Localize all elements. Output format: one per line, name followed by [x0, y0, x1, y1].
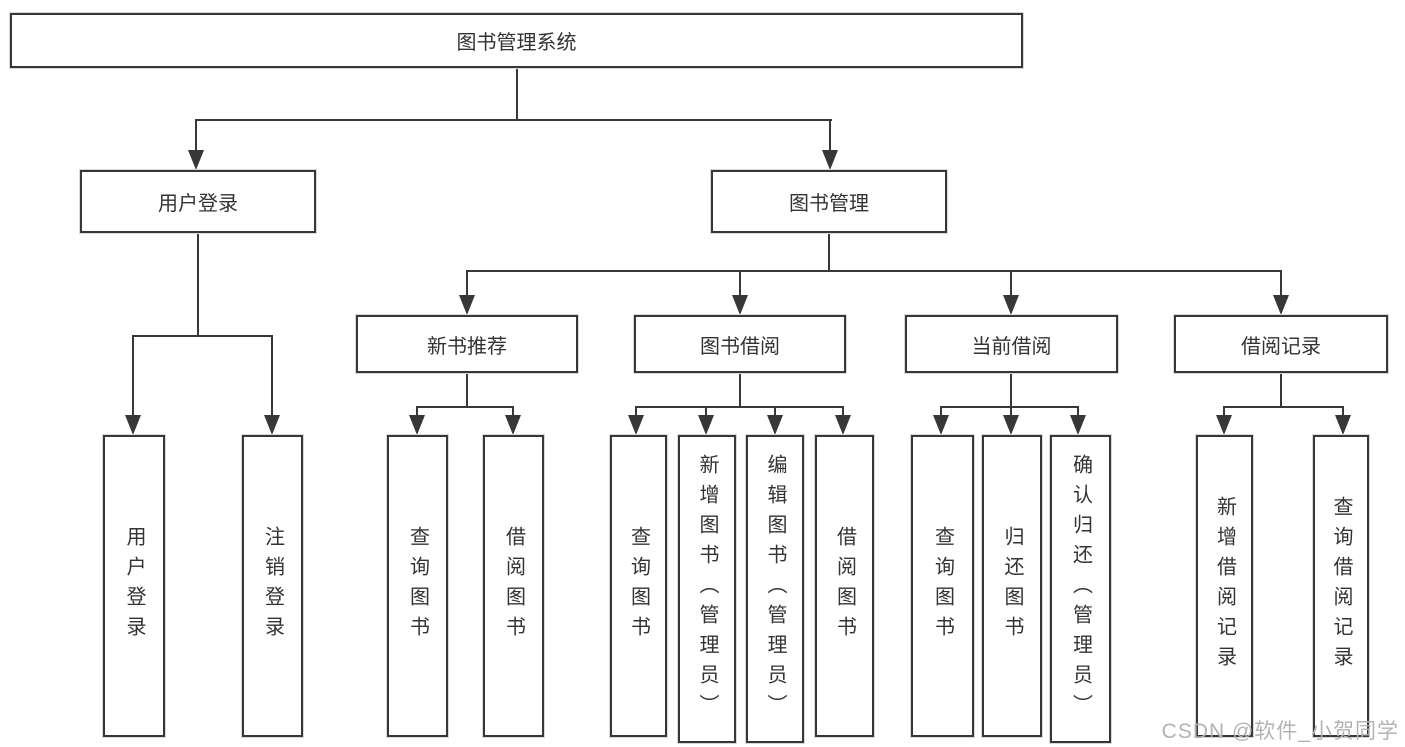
connector-root-stem-right: [829, 119, 831, 152]
leaf-query-books-2: 查询图书: [610, 435, 667, 737]
leaf-borrow-books-1: 借阅图书: [483, 435, 544, 737]
node-borrowing-records: 借阅记录: [1174, 315, 1388, 373]
leaf-label: 查询图书: [406, 526, 429, 646]
connector-records-stem: [1342, 406, 1344, 417]
connector-borrowing-stem: [774, 406, 776, 417]
connector-current-stem: [1010, 406, 1012, 417]
connector-newbooks-hline: [416, 406, 514, 408]
arrow-down-icon: [409, 415, 425, 435]
leaf-label: 编辑图书（管理员）: [764, 454, 786, 724]
leaf-label: 查询借阅记录: [1330, 496, 1352, 676]
connector-records-vline: [1280, 373, 1282, 407]
connector-userlogin-stem: [132, 335, 134, 417]
leaf-query-books-3: 查询图书: [911, 435, 974, 737]
leaf-label: 确认归还（管理员）: [1069, 454, 1092, 724]
connector-records-hline: [1223, 406, 1344, 408]
connector-bookmgmt-stem: [466, 270, 468, 297]
arrow-down-icon: [1003, 415, 1019, 435]
leaf-confirm-return-admin: 确认归还（管理员）: [1050, 435, 1111, 743]
connector-bookmgmt-stem: [739, 270, 741, 297]
arrow-down-icon: [933, 415, 949, 435]
connector-userlogin-hline: [132, 335, 273, 337]
leaf-label: 借阅图书: [833, 526, 856, 646]
connector-current-stem: [1077, 406, 1079, 417]
arrow-down-icon: [1216, 415, 1232, 435]
node-label: 图书管理: [789, 193, 869, 215]
leaf-label: 归还图书: [1001, 526, 1023, 646]
leaf-query-borrow-record: 查询借阅记录: [1313, 435, 1369, 737]
arrow-down-icon: [505, 415, 521, 435]
connector-root-hline: [196, 119, 832, 121]
connector-current-stem: [940, 406, 942, 417]
leaf-logout: 注销登录: [242, 435, 303, 737]
connector-newbooks-stem: [416, 406, 418, 417]
node-current-borrowing: 当前借阅: [905, 315, 1118, 373]
node-label: 当前借阅: [971, 335, 1052, 358]
node-label: 图书借阅: [700, 335, 780, 358]
node-label: 借阅记录: [1241, 335, 1321, 358]
connector-borrowing-hline: [635, 406, 844, 408]
arrow-down-icon: [188, 150, 204, 170]
leaf-return-books: 归还图书: [982, 435, 1042, 737]
connector-newbooks-vline: [466, 373, 468, 407]
arrow-down-icon: [628, 415, 644, 435]
arrow-down-icon: [767, 415, 783, 435]
connector-records-stem: [1223, 406, 1225, 417]
leaf-label: 注销登录: [261, 526, 284, 646]
arrow-down-icon: [459, 295, 475, 315]
leaf-label: 查询图书: [931, 526, 954, 646]
node-root-label: 图书管理系统: [456, 32, 577, 54]
connector-bookmgmt-vline: [828, 233, 830, 271]
leaf-borrow-books-2: 借阅图书: [815, 435, 874, 737]
connector-current-hline: [940, 406, 1079, 408]
connector-userlogin-vline: [197, 233, 199, 336]
connector-borrowing-stem: [705, 406, 707, 417]
leaf-edit-book-admin: 编辑图书（管理员）: [746, 435, 804, 743]
connector-current-vline: [1010, 373, 1012, 407]
node-book-management: 图书管理: [711, 170, 947, 233]
csdn-watermark: CSDN @软件_小贺同学: [1161, 720, 1399, 743]
arrow-down-icon: [1273, 295, 1289, 315]
node-book-borrowing: 图书借阅: [634, 315, 846, 373]
connector-bookmgmt-stem: [1280, 270, 1282, 297]
connector-bookmgmt-hline: [466, 270, 1282, 272]
leaf-label: 新增借阅记录: [1213, 496, 1236, 676]
leaf-label: 查询图书: [627, 526, 650, 646]
arrow-down-icon: [264, 415, 280, 435]
arrow-down-icon: [822, 150, 838, 170]
arrow-down-icon: [698, 415, 714, 435]
arrow-down-icon: [1003, 295, 1019, 315]
leaf-add-borrow-record: 新增借阅记录: [1196, 435, 1253, 737]
leaf-label: 新增图书（管理员）: [696, 454, 718, 724]
node-label: 新书推荐: [427, 335, 507, 358]
connector-root-stem-left: [195, 119, 197, 152]
leaf-query-books-1: 查询图书: [387, 435, 448, 737]
arrow-down-icon: [835, 415, 851, 435]
arrow-down-icon: [1070, 415, 1086, 435]
arrow-down-icon: [125, 415, 141, 435]
connector-bookmgmt-stem: [1010, 270, 1012, 297]
leaf-label: 用户登录: [123, 526, 145, 646]
connector-root-vline: [516, 68, 518, 120]
arrow-down-icon: [732, 295, 748, 315]
arrow-down-icon: [1335, 415, 1351, 435]
leaf-label: 借阅图书: [502, 526, 525, 646]
connector-borrowing-stem: [635, 406, 637, 417]
connector-borrowing-stem: [842, 406, 844, 417]
node-new-book-recommend: 新书推荐: [356, 315, 578, 373]
node-user-login: 用户登录: [80, 170, 316, 233]
node-root: 图书管理系统: [10, 13, 1023, 68]
connector-borrowing-vline: [739, 373, 741, 407]
node-label: 用户登录: [158, 193, 238, 215]
leaf-user-login: 用户登录: [103, 435, 165, 737]
connector-userlogin-stem: [271, 335, 273, 417]
connector-newbooks-stem: [512, 406, 514, 417]
leaf-add-book-admin: 新增图书（管理员）: [678, 435, 736, 743]
